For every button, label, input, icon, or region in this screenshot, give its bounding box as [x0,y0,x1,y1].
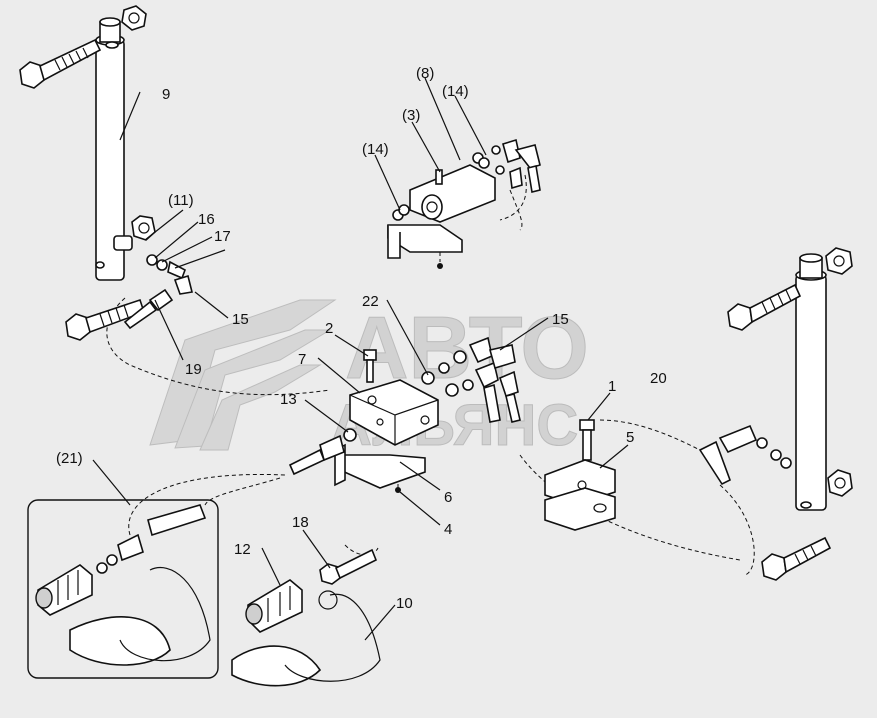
bolt-18 [319,548,378,585]
cylinder-right [795,247,853,511]
callout-8: (8) [416,65,434,82]
callout-12: 12 [234,541,251,558]
leader-lines [92,77,629,641]
hose-routing-lines [106,174,755,576]
callout-19: 19 [185,361,202,378]
coupling-13 [288,428,357,476]
callout-labels: 9 (11) 16 17 15 19 (8) (3) (14) (14) 2 2… [56,65,667,612]
coupling-19 [123,288,174,330]
hose-right [698,424,792,486]
bolt-upper-left [19,38,102,89]
coupler-12 [245,579,303,633]
callout-6: 6 [444,489,452,506]
bolt-1 [579,419,595,461]
clamp-5 [544,459,616,531]
callout-1: 1 [608,378,616,395]
callout-10: 10 [396,595,413,612]
callout-14-right: (14) [442,83,469,100]
callout-11: (11) [168,192,194,209]
bolt-lower-right [761,536,832,581]
callout-21: (21) [56,450,83,467]
bolt-2 [363,349,377,383]
bolt-lower-left [65,298,146,341]
callout-13: 13 [280,391,297,408]
callout-14-left: (14) [362,141,389,158]
fittings-11-16-17 [113,215,193,295]
strap-10 [231,590,381,687]
bracket-6 [334,443,426,493]
callout-3: (3) [402,107,420,124]
fittings-22-15 [421,336,521,423]
callout-5: 5 [626,429,634,446]
callout-9: 9 [162,86,170,103]
callout-22: 22 [362,293,379,310]
bolt-upper-right [727,283,802,331]
callout-15-center: 15 [552,311,569,328]
callout-2: 2 [325,320,333,337]
callout-15-left: 15 [232,311,249,328]
callout-18: 18 [292,514,309,531]
valve-block-7 [349,379,439,446]
cylinder-left [95,5,147,281]
callout-16: 16 [198,211,215,228]
valve-upper-assembly [387,138,541,269]
callout-17: 17 [214,228,231,245]
callout-4: 4 [444,521,452,538]
coupler-kit-21 [27,499,219,679]
callout-7: 7 [298,351,306,368]
callout-20: 20 [650,370,667,387]
